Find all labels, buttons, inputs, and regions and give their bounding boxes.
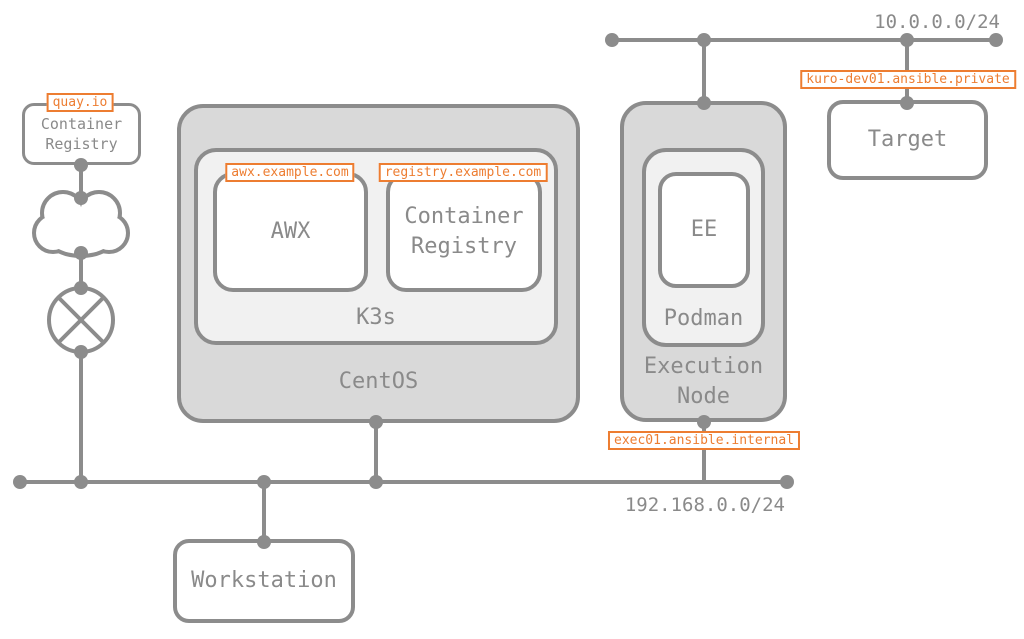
target-box: Target <box>827 100 988 180</box>
podman-label: Podman <box>663 306 744 331</box>
cloud-icon <box>32 190 130 258</box>
external-container-registry-label-line1: Container <box>40 115 123 133</box>
external-container-registry-box: Container Registry <box>22 103 141 165</box>
hostname-tag-registry: registry.example.com <box>378 163 548 182</box>
subnet-label-top: 10.0.0.0/24 <box>874 11 1000 33</box>
internal-container-registry-box: Container Registry <box>386 172 542 292</box>
awx-label: AWX <box>270 219 311 244</box>
workstation-box: Workstation <box>173 539 355 623</box>
ee-label: EE <box>690 217 718 242</box>
target-label: Target <box>867 127 948 152</box>
execution-node-label-line2: Node <box>677 384 730 409</box>
awx-box: AWX <box>213 172 368 292</box>
hostname-tag-quay: quay.io <box>46 93 114 112</box>
subnet-label-bottom: 192.168.0.0/24 <box>624 494 785 516</box>
execution-node-label-line1: Execution <box>643 354 764 379</box>
hostname-tag-exec: exec01.ansible.internal <box>607 431 801 450</box>
k3s-label: K3s <box>356 305 396 330</box>
external-container-registry-label-line2: Registry <box>45 135 118 153</box>
internal-container-registry-label-line1: Container <box>404 204 524 229</box>
ee-box: EE <box>658 172 750 288</box>
gateway-circled-x-icon <box>47 286 115 354</box>
hostname-tag-awx: awx.example.com <box>225 163 355 182</box>
internal-container-registry-label-line2: Registry <box>411 234 517 259</box>
workstation-label: Workstation <box>191 568 337 593</box>
centos-label: CentOS <box>338 369 419 394</box>
hostname-tag-target: kuro-dev01.ansible.private <box>800 70 1016 89</box>
